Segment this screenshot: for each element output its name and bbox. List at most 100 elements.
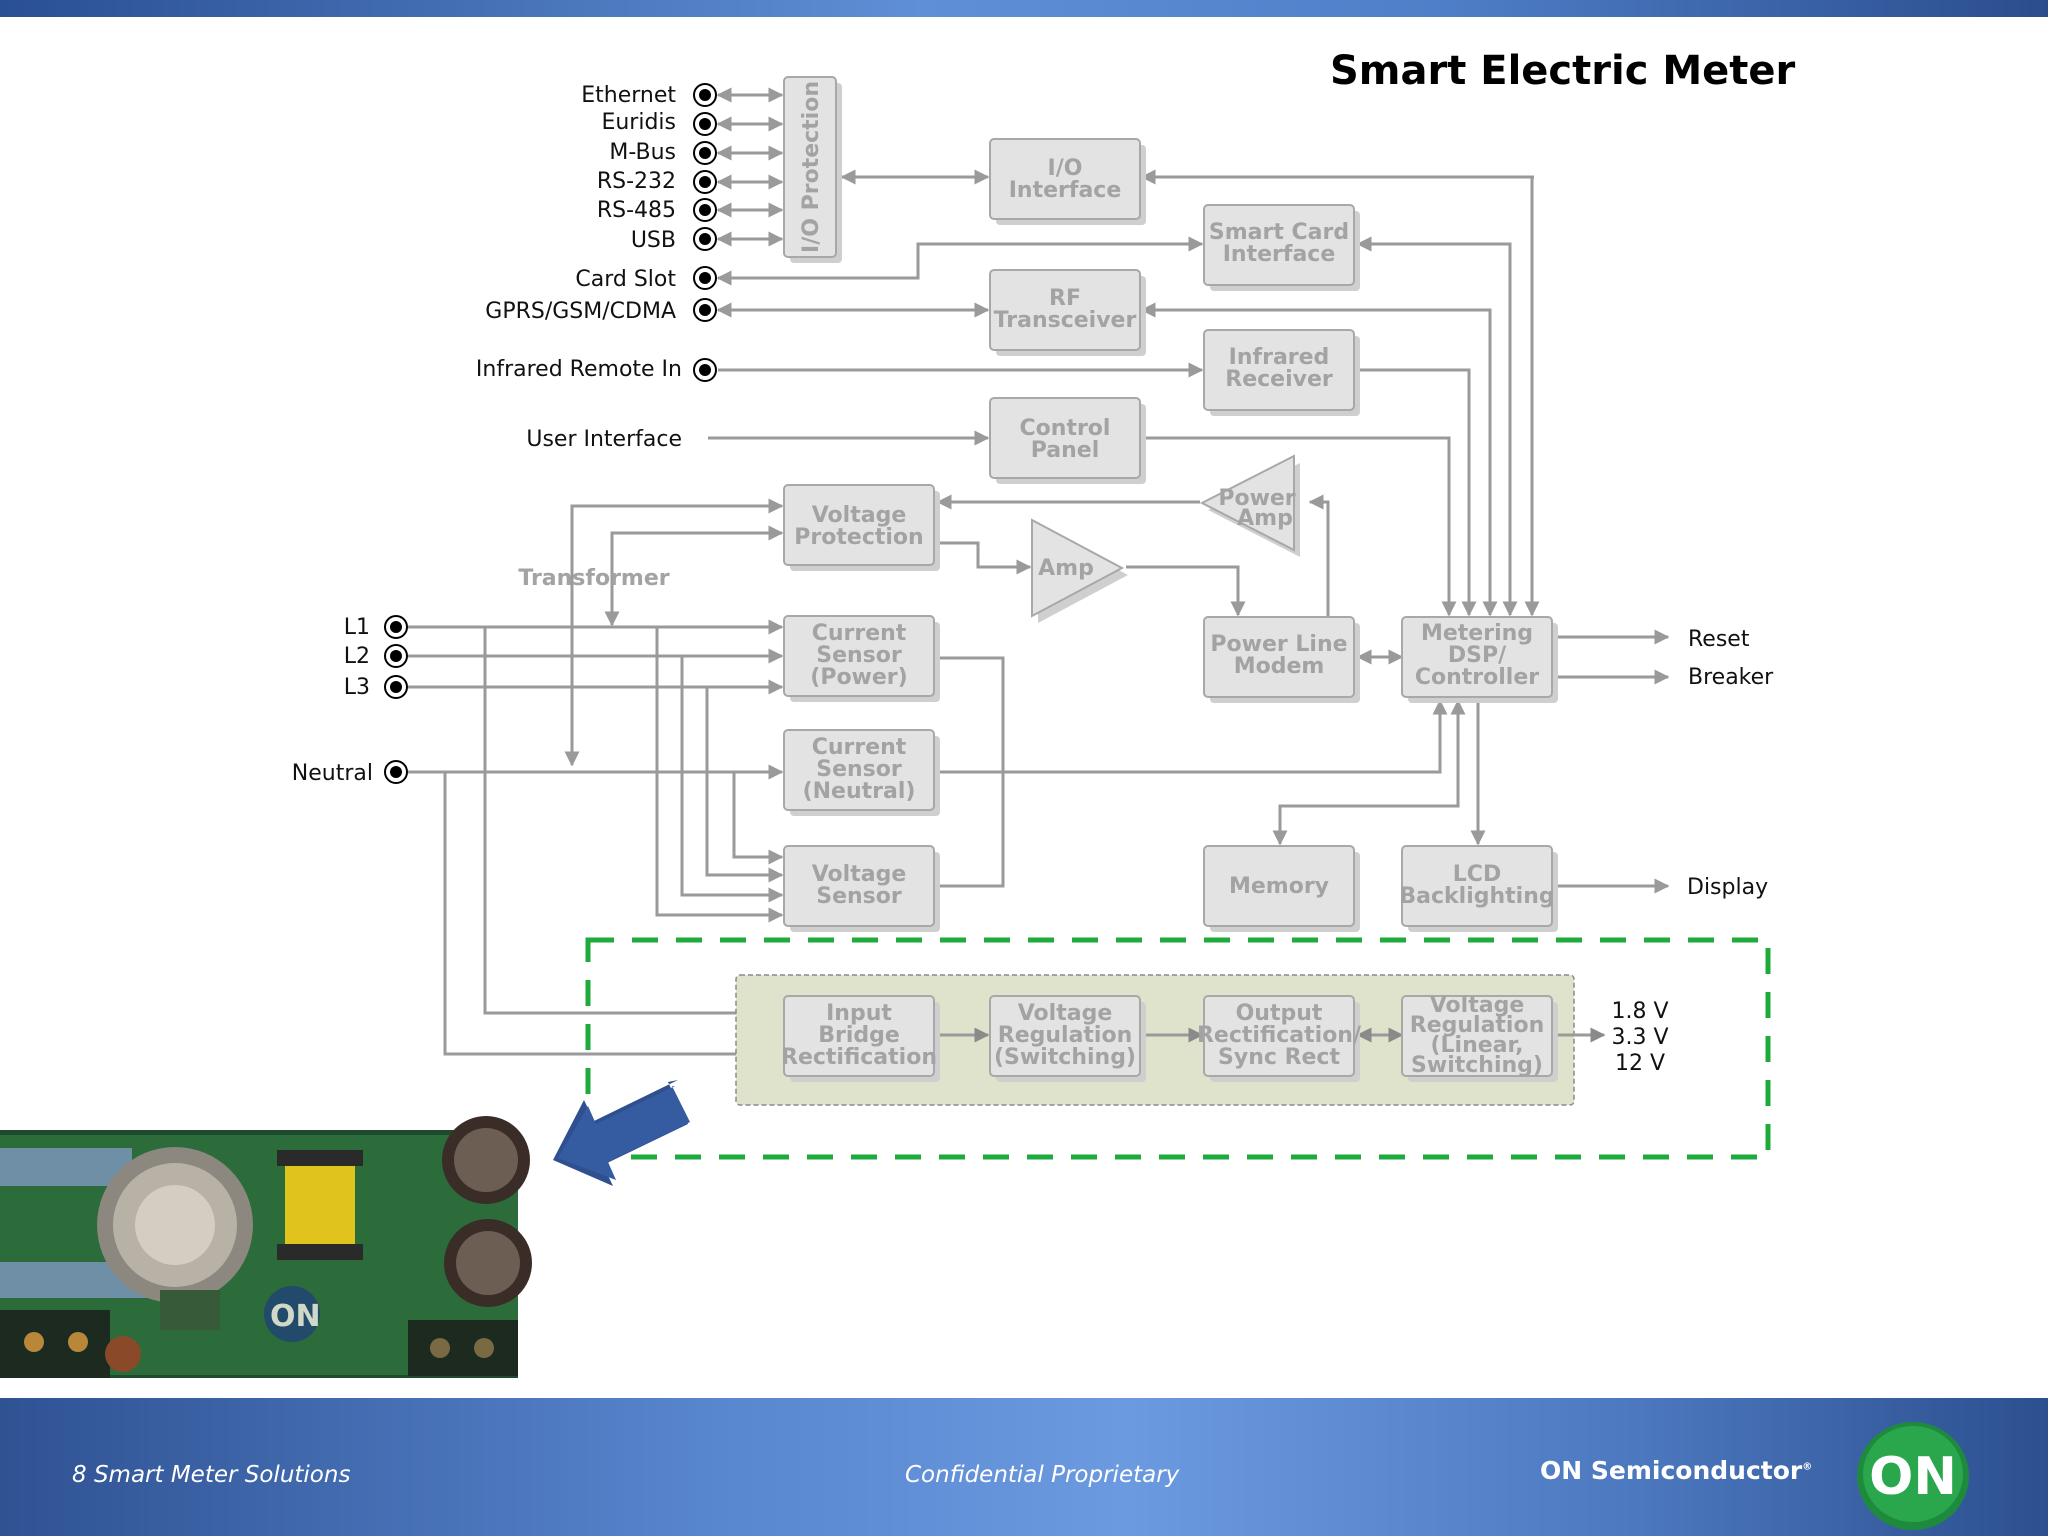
label-ethernet: Ethernet	[581, 83, 676, 108]
label-rs485: RS-485	[597, 198, 676, 223]
block-lcd-backlighting: LCD Backlighting	[1399, 845, 1558, 932]
svg-text:Regulation: Regulation	[1410, 1013, 1545, 1038]
pointer-arrow-face	[558, 1086, 690, 1180]
wire-iointerface-dsp	[1524, 175, 1540, 617]
on-semiconductor-logo-icon: ON	[1857, 1422, 1969, 1530]
top-bar	[0, 0, 2048, 17]
svg-text:Power: Power	[1218, 486, 1295, 511]
svg-text:Smart Card: Smart Card	[1209, 220, 1349, 245]
port-infrared	[693, 358, 717, 382]
svg-text:Sensor: Sensor	[816, 884, 902, 909]
block-io-protection: I/O Protection	[783, 76, 842, 263]
block-memory: Memory	[1203, 845, 1360, 932]
wire-neutral-bridge	[443, 772, 784, 1062]
port-l2	[384, 644, 408, 668]
wire-l2-vsensor	[680, 656, 784, 903]
svg-text:(Neutral): (Neutral)	[803, 779, 916, 804]
board-on-marking: ON	[270, 1299, 321, 1334]
svg-text:(Power): (Power)	[810, 665, 907, 690]
svg-text:(Switching): (Switching)	[994, 1045, 1136, 1070]
block-power-line-modem: Power Line Modem	[1203, 616, 1360, 703]
svg-text:Bridge: Bridge	[818, 1023, 900, 1048]
block-current-sensor-power: Current Sensor (Power)	[783, 615, 940, 702]
port-gprs	[693, 298, 717, 322]
svg-text:Transceiver: Transceiver	[994, 308, 1137, 333]
block-metering-dsp-controller: Metering DSP/ Controller	[1401, 616, 1558, 703]
label-breaker: Breaker	[1688, 665, 1774, 690]
svg-text:Voltage: Voltage	[812, 862, 907, 887]
svg-text:Receiver: Receiver	[1225, 367, 1333, 392]
svg-text:Memory: Memory	[1229, 874, 1329, 899]
svg-text:Voltage: Voltage	[1018, 1001, 1113, 1026]
svg-text:Amp: Amp	[1237, 506, 1293, 531]
block-smart-card-interface: Smart Card Interface	[1203, 204, 1360, 291]
wires	[408, 87, 1670, 1062]
label-neutral: Neutral	[292, 761, 373, 786]
svg-text:(Linear,: (Linear,	[1430, 1033, 1523, 1058]
transformer-label: Transformer	[518, 566, 669, 591]
footer-slide-number: 8 Smart Meter Solutions	[72, 1462, 351, 1488]
wire-l3-vsensor	[705, 687, 784, 883]
label-12v: 12 V	[1615, 1051, 1665, 1076]
svg-text:Voltage: Voltage	[812, 503, 907, 528]
footer-brand-name: ON Semiconductor	[1540, 1456, 1803, 1485]
footer-brand-mark: ®	[1802, 1461, 1813, 1473]
label-user-interface: User Interface	[526, 427, 682, 452]
block-diagram: I/O Protection I/O Interface Smart Card …	[0, 76, 1774, 1378]
svg-text:Voltage: Voltage	[1430, 993, 1525, 1018]
ports	[384, 83, 717, 784]
svg-text:Input: Input	[826, 1001, 892, 1026]
port-labels: Ethernet Euridis M-Bus RS-232 RS-485 USB…	[292, 83, 1774, 1076]
svg-text:DSP/: DSP/	[1448, 643, 1507, 668]
port-neutral	[384, 760, 408, 784]
label-usb: USB	[631, 228, 676, 253]
port-usb	[693, 227, 717, 251]
label-l3: L3	[344, 675, 370, 700]
label-euridis: Euridis	[601, 110, 676, 135]
block-voltage-sensor: Voltage Sensor	[783, 845, 940, 932]
footer-bar	[0, 1398, 2048, 1536]
svg-text:Sensor: Sensor	[816, 757, 902, 782]
svg-text:Current: Current	[812, 621, 907, 646]
block-voltage-regulation-linear: Voltage Regulation (Linear, Switching)	[1401, 993, 1558, 1082]
port-rs232	[693, 170, 717, 194]
block-voltage-protection: Voltage Protection	[783, 484, 940, 571]
wire-transformer-vprot-1	[564, 498, 784, 767]
port-l3	[384, 675, 408, 699]
svg-text:Infrared: Infrared	[1229, 345, 1330, 370]
io-protection-label: I/O Protection	[799, 81, 824, 253]
wire-rf-dsp	[1140, 302, 1498, 617]
svg-text:Switching): Switching)	[1411, 1053, 1543, 1078]
svg-text:Rectification/: Rectification/	[1197, 1023, 1362, 1048]
label-reset: Reset	[1688, 627, 1750, 652]
block-input-bridge-rectification: Input Bridge Rectification	[781, 995, 940, 1082]
label-l2: L2	[344, 644, 370, 669]
svg-text:RF: RF	[1049, 286, 1081, 311]
wire-l1-vsensor	[655, 627, 784, 923]
svg-text:I/O: I/O	[1048, 156, 1083, 181]
footer-confidential: Confidential Proprietary	[905, 1462, 1180, 1488]
label-infrared: Infrared Remote In	[476, 357, 682, 382]
port-rs485	[693, 198, 717, 222]
block-amp: Amp	[1031, 518, 1128, 623]
port-mbus	[693, 141, 717, 165]
block-rf-transceiver: RF Transceiver	[989, 269, 1146, 356]
svg-text:Sensor: Sensor	[816, 643, 902, 668]
port-card-slot	[693, 266, 717, 290]
block-current-sensor-neutral: Current Sensor (Neutral)	[783, 729, 940, 816]
svg-text:LCD: LCD	[1453, 862, 1501, 887]
wire-l1-bridge	[483, 627, 784, 1021]
label-mbus: M-Bus	[609, 140, 676, 165]
svg-text:Interface: Interface	[1009, 178, 1122, 203]
wire-dsp-memory	[1272, 699, 1466, 846]
svg-text:Backlighting: Backlighting	[1399, 884, 1554, 909]
wire-control-dsp	[1142, 436, 1457, 617]
wire-amp-plc	[1126, 565, 1246, 617]
svg-text:Current: Current	[812, 735, 907, 760]
block-voltage-regulation-switching: Voltage Regulation (Switching)	[989, 995, 1146, 1082]
power-supply-panel	[735, 974, 1575, 1106]
block-control-panel: Control Panel	[989, 397, 1146, 484]
svg-text:Amp: Amp	[1038, 556, 1094, 581]
svg-text:Metering: Metering	[1421, 621, 1533, 646]
svg-text:Interface: Interface	[1223, 242, 1336, 267]
